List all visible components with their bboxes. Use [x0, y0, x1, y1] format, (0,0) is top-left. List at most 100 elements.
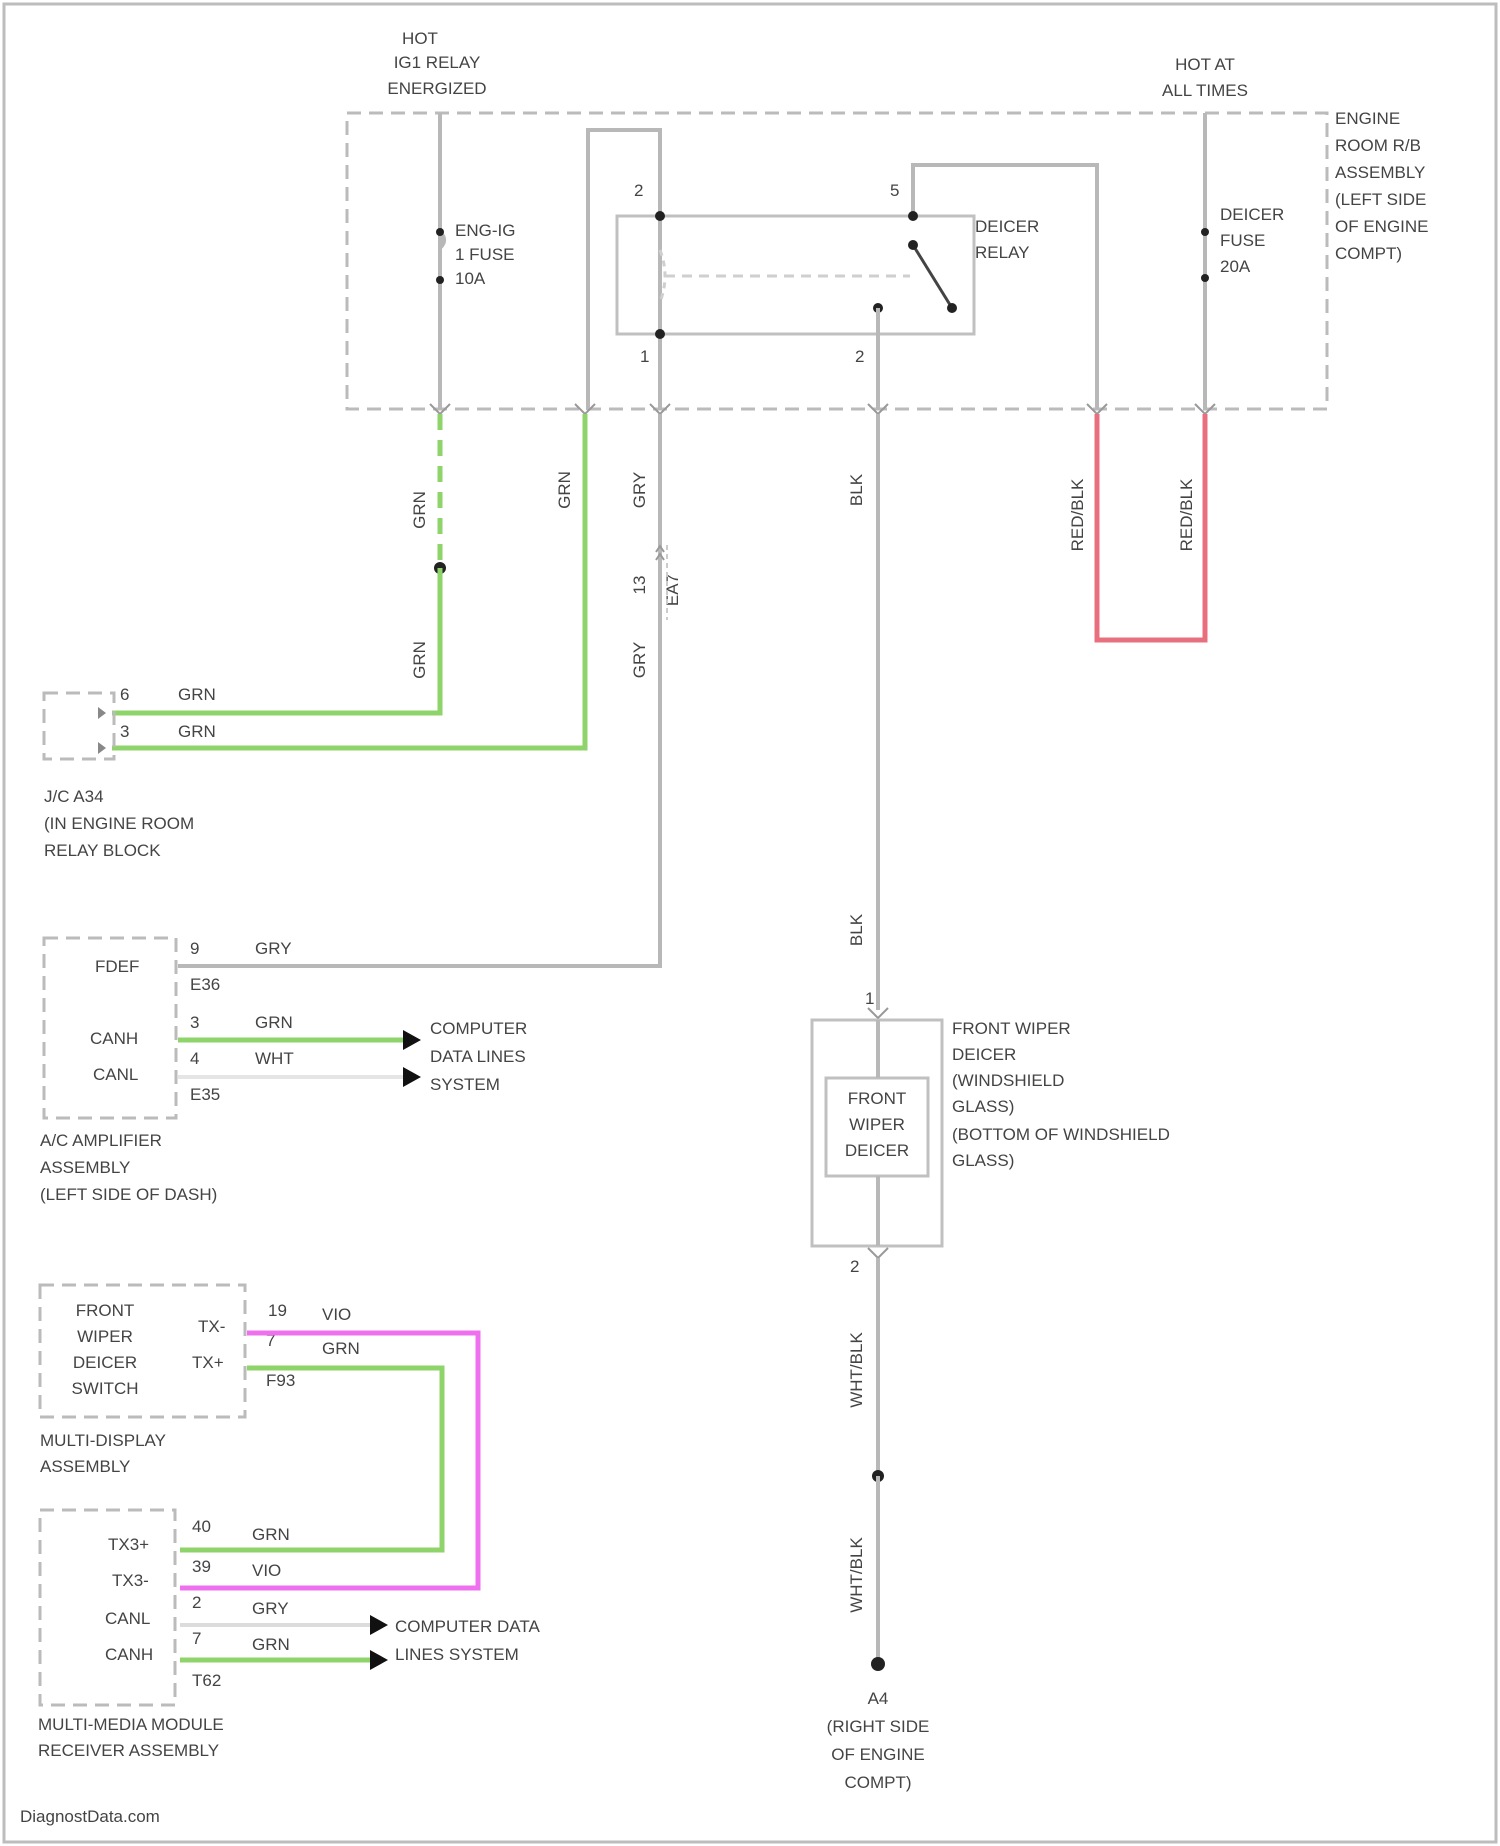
svg-text:RED/BLK: RED/BLK	[1177, 478, 1196, 551]
svg-text:ENGINE: ENGINE	[1335, 109, 1400, 128]
svg-text:RECEIVER ASSEMBLY: RECEIVER ASSEMBLY	[38, 1741, 219, 1760]
svg-text:VIO: VIO	[252, 1561, 281, 1580]
svg-text:GRY: GRY	[255, 939, 292, 958]
svg-text:BLK: BLK	[847, 913, 866, 946]
svg-text:COMPT): COMPT)	[844, 1773, 911, 1792]
svg-text:ROOM R/B: ROOM R/B	[1335, 136, 1421, 155]
mm-arrow-heads	[370, 1615, 388, 1670]
ac-amplifier-terminals: FDEF CANH CANL 9 GRY E36 3 GRN 4 WHT E35	[90, 939, 294, 1104]
svg-text:DEICER: DEICER	[1220, 205, 1284, 224]
svg-text:FRONT: FRONT	[848, 1089, 907, 1108]
svg-text:GRY: GRY	[252, 1599, 289, 1618]
deicer-pin1: 1	[865, 989, 874, 1008]
svg-text:1 FUSE: 1 FUSE	[455, 245, 515, 264]
svg-text:SYSTEM: SYSTEM	[430, 1075, 500, 1094]
svg-text:DATA LINES: DATA LINES	[430, 1047, 526, 1066]
svg-text:GRN: GRN	[255, 1013, 293, 1032]
svg-text:19: 19	[268, 1301, 287, 1320]
svg-text:COMPT): COMPT)	[1335, 244, 1402, 263]
svg-text:COMPUTER DATA: COMPUTER DATA	[395, 1617, 540, 1636]
svg-text:DEICER: DEICER	[845, 1141, 909, 1160]
svg-text:6: 6	[120, 685, 129, 704]
deicer-pin2: 2	[850, 1257, 859, 1276]
svg-text:2: 2	[192, 1593, 201, 1612]
svg-text:J/C A34: J/C A34	[44, 787, 104, 806]
svg-text:COMPUTER: COMPUTER	[430, 1019, 527, 1038]
svg-text:CANL: CANL	[105, 1609, 150, 1628]
svg-text:GRN: GRN	[410, 641, 429, 679]
svg-text:BLK: BLK	[847, 473, 866, 506]
svg-text:3: 3	[190, 1013, 199, 1032]
svg-text:EA7: EA7	[663, 574, 682, 606]
wire-color-labels-top: GRN GRN GRY BLK RED/BLK RED/BLK	[410, 471, 1196, 551]
svg-text:1: 1	[640, 347, 649, 366]
svg-text:F93: F93	[266, 1371, 295, 1390]
svg-text:E35: E35	[190, 1085, 220, 1104]
svg-text:13: 13	[630, 576, 649, 595]
switch-terminals: TX- TX+ 19 VIO 7 GRN F93	[192, 1301, 360, 1390]
svg-text:WHT: WHT	[255, 1049, 294, 1068]
multi-display-label: MULTI-DISPLAY ASSEMBLY	[40, 1431, 166, 1476]
svg-text:VIO: VIO	[322, 1305, 351, 1324]
svg-text:GRN: GRN	[555, 471, 574, 509]
deicer-element-label: FRONT WIPER DEICER	[845, 1089, 909, 1160]
svg-text:MULTI-MEDIA MODULE: MULTI-MEDIA MODULE	[38, 1715, 224, 1734]
svg-text:A/C AMPLIFIER: A/C AMPLIFIER	[40, 1131, 162, 1150]
wire-color-labels-mid: GRN GRY 13 EA7	[410, 574, 682, 679]
ac-amplifier-label: A/C AMPLIFIER ASSEMBLY (LEFT SIDE OF DAS…	[40, 1131, 217, 1204]
ground-point	[871, 1657, 885, 1671]
svg-text:WIPER: WIPER	[77, 1327, 133, 1346]
jc-a34-label: J/C A34 (IN ENGINE ROOM RELAY BLOCK	[44, 787, 194, 860]
svg-text:FRONT: FRONT	[76, 1301, 135, 1320]
svg-text:(LEFT SIDE: (LEFT SIDE	[1335, 190, 1426, 209]
svg-text:(LEFT SIDE OF DASH): (LEFT SIDE OF DASH)	[40, 1185, 217, 1204]
svg-text:(RIGHT SIDE: (RIGHT SIDE	[827, 1717, 930, 1736]
svg-text:(IN ENGINE ROOM: (IN ENGINE ROOM	[44, 814, 194, 833]
svg-text:ASSEMBLY: ASSEMBLY	[40, 1457, 130, 1476]
svg-text:E36: E36	[190, 975, 220, 994]
svg-text:9: 9	[190, 939, 199, 958]
svg-text:RED/BLK: RED/BLK	[1068, 478, 1087, 551]
svg-text:GRN: GRN	[252, 1525, 290, 1544]
svg-text:HOT: HOT	[402, 29, 438, 48]
svg-text:40: 40	[192, 1517, 211, 1536]
svg-text:DEICER: DEICER	[975, 217, 1039, 236]
svg-text:OF ENGINE: OF ENGINE	[1335, 217, 1429, 236]
svg-text:20A: 20A	[1220, 257, 1251, 276]
svg-text:3: 3	[120, 722, 129, 741]
svg-text:RELAY BLOCK: RELAY BLOCK	[44, 841, 161, 860]
svg-text:TX3-: TX3-	[112, 1571, 149, 1590]
multimedia-module-label: MULTI-MEDIA MODULE RECEIVER ASSEMBLY	[38, 1715, 224, 1760]
svg-text:ENERGIZED: ENERGIZED	[387, 79, 486, 98]
multimedia-terminals: TX3+ TX3- CANL CANH 40 GRN 39 VIO 2 GRY …	[105, 1517, 290, 1690]
relay-pin-numbers: 2 5 1 2	[634, 181, 899, 366]
svg-text:FRONT WIPER: FRONT WIPER	[952, 1019, 1071, 1038]
svg-text:ENG-IG: ENG-IG	[455, 221, 515, 240]
deicer-fuse-label: DEICER FUSE 20A	[1220, 205, 1284, 276]
svg-text:(BOTTOM OF WINDSHIELD: (BOTTOM OF WINDSHIELD	[952, 1125, 1170, 1144]
svg-text:LINES SYSTEM: LINES SYSTEM	[395, 1645, 519, 1664]
svg-text:WHT/BLK: WHT/BLK	[847, 1332, 866, 1408]
svg-text:A4: A4	[868, 1689, 889, 1708]
front-wiper-deicer-label: FRONT WIPER DEICER (WINDSHIELD GLASS) (B…	[952, 1019, 1170, 1170]
svg-text:ASSEMBLY: ASSEMBLY	[1335, 163, 1425, 182]
svg-text:FUSE: FUSE	[1220, 231, 1265, 250]
svg-text:CANH: CANH	[90, 1029, 138, 1048]
svg-text:5: 5	[890, 181, 899, 200]
relay-coil-loop	[588, 130, 660, 410]
svg-text:WIPER: WIPER	[849, 1115, 905, 1134]
svg-text:TX+: TX+	[192, 1353, 224, 1372]
footer-watermark: DiagnostData.com	[20, 1807, 160, 1826]
wire-grn-1	[112, 568, 440, 713]
svg-text:DEICER: DEICER	[952, 1045, 1016, 1064]
svg-text:GRN: GRN	[178, 722, 216, 741]
svg-text:SWITCH: SWITCH	[71, 1379, 138, 1398]
svg-text:T62: T62	[192, 1671, 221, 1690]
svg-text:(WINDSHIELD: (WINDSHIELD	[952, 1071, 1064, 1090]
deicer-switch-label: FRONT WIPER DEICER SWITCH	[71, 1301, 138, 1398]
svg-text:HOT AT: HOT AT	[1175, 55, 1235, 74]
engine-room-rb-label: ENGINE ROOM R/B ASSEMBLY (LEFT SIDE OF E…	[1335, 109, 1429, 263]
svg-text:10A: 10A	[455, 269, 486, 288]
ground-label: A4 (RIGHT SIDE OF ENGINE COMPT)	[827, 1689, 930, 1792]
